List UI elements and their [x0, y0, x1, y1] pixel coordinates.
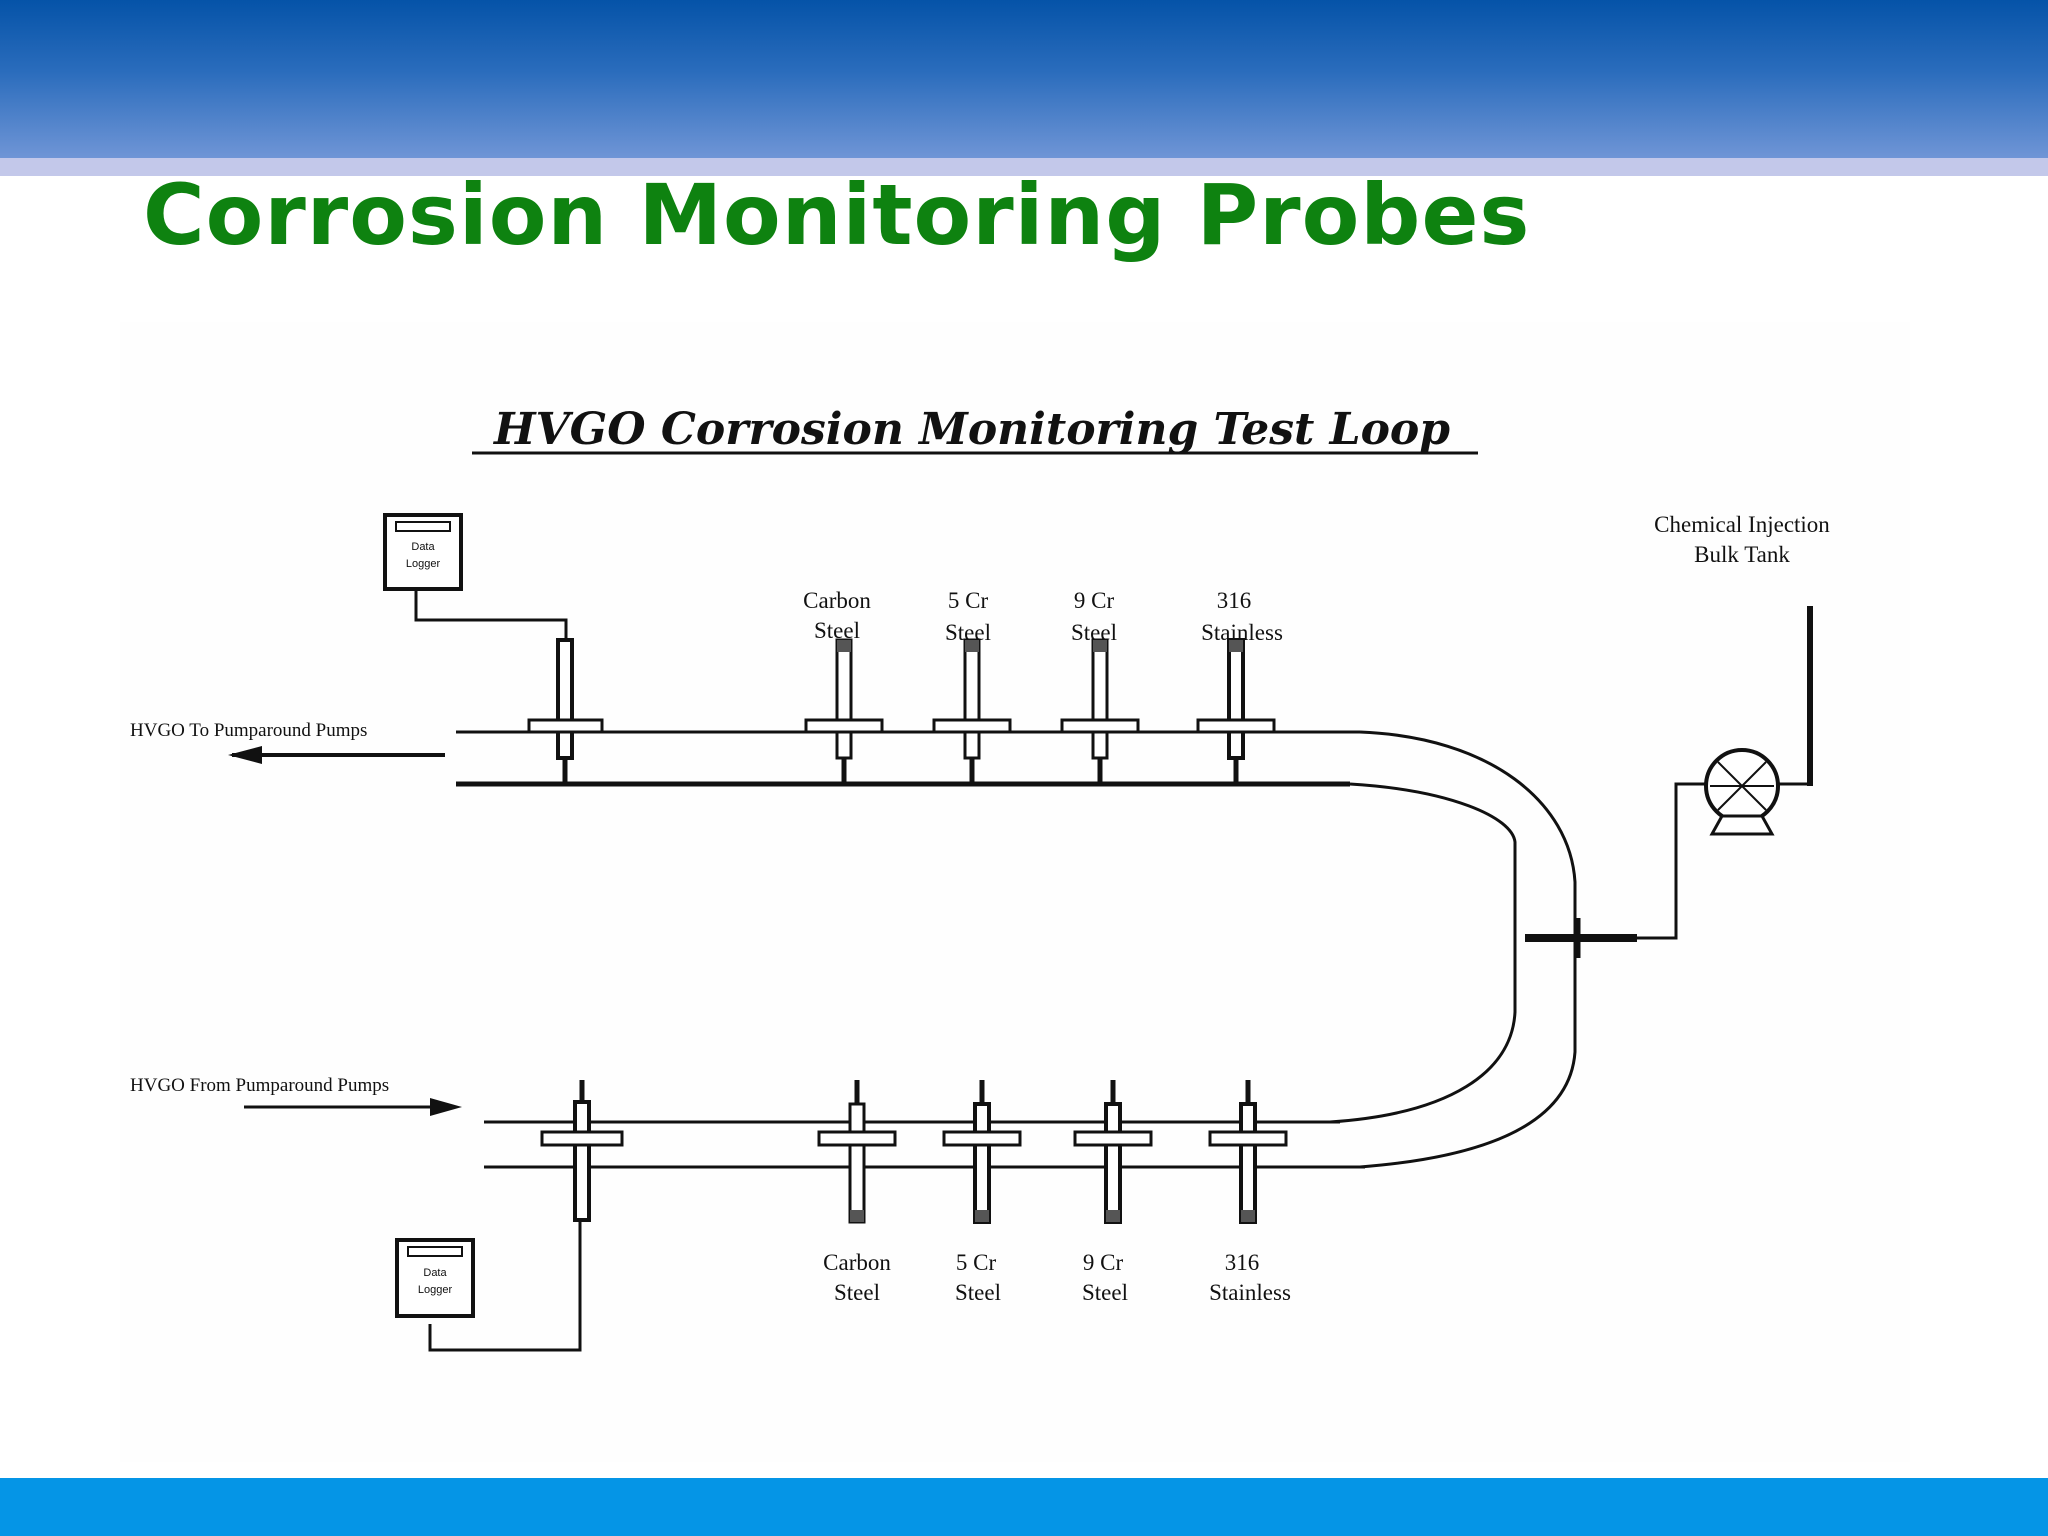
tank-label: Chemical Injection — [1654, 512, 1830, 537]
top-logger-cable — [414, 589, 568, 642]
top-probe: Carbon Steel — [803, 588, 884, 784]
injection-line — [1637, 782, 1705, 940]
u-bend-outer — [1359, 730, 1577, 1169]
u-bend-inner — [1329, 782, 1517, 1124]
bottom-logger-probe — [573, 1100, 591, 1222]
top-probe-flange — [932, 718, 1012, 734]
top-probe-label: Steel — [945, 620, 991, 645]
inlet-label: HVGO From Pumparound Pumps — [130, 1075, 389, 1096]
test-loop-diagram: HVGO Corrosion Monitoring Test Loop HVGO… — [130, 404, 1830, 1352]
top-data-logger-display — [395, 521, 451, 532]
bottom-probe-body — [1239, 1102, 1257, 1224]
bottom-probe-label: Steel — [834, 1280, 880, 1305]
top-logger-probe — [556, 638, 574, 760]
top-data-logger-label: Logger — [406, 558, 441, 570]
top-probe-label: Carbon — [803, 588, 871, 613]
bottom-probe-label: Steel — [955, 1280, 1001, 1305]
top-probe-cap — [1093, 640, 1107, 652]
tank-label: Bulk Tank — [1694, 542, 1790, 567]
top-probe-cap — [1229, 640, 1243, 652]
top-probe: 9 Cr Steel — [1060, 588, 1140, 784]
header-banner — [0, 0, 2048, 158]
bottom-probe-label: 9 Cr — [1083, 1250, 1124, 1275]
top-probe: 5 Cr Steel — [932, 588, 1012, 784]
bottom-probe-cap — [975, 1210, 989, 1222]
inlet-arrowhead — [430, 1098, 462, 1116]
top-probe-body — [1091, 638, 1109, 760]
bottom-probe: Carbon Steel — [817, 1080, 897, 1305]
pump-base — [1709, 814, 1775, 836]
top-data-logger-label: Data — [411, 541, 435, 553]
top-probe-label: 9 Cr — [1074, 588, 1115, 613]
top-probe-flange — [1060, 718, 1140, 734]
bottom-logger-cable — [428, 1220, 582, 1352]
bottom-probe-cap — [1241, 1210, 1255, 1222]
bottom-probe-label: 316 — [1225, 1250, 1260, 1275]
outlet-arrowhead — [228, 746, 262, 764]
top-probe-label: Steel — [814, 618, 860, 643]
top-probe-cap — [837, 640, 851, 652]
diagram-title: HVGO Corrosion Monitoring Test Loop — [492, 404, 1450, 455]
top-probe: 316 Stainless — [1196, 588, 1283, 784]
bottom-probe-label: 5 Cr — [956, 1250, 997, 1275]
top-probe-label: Steel — [1071, 620, 1117, 645]
top-probe-flange — [1196, 718, 1276, 734]
bottom-probe-label: Steel — [1082, 1280, 1128, 1305]
bottom-probe-flange — [817, 1130, 897, 1147]
diagram-panel: HVGO Corrosion Monitoring Test Loop HVGO… — [120, 322, 1910, 1462]
bottom-probe-flange — [1073, 1130, 1153, 1147]
bottom-probe-body — [973, 1102, 991, 1224]
bottom-probe-label: Stainless — [1209, 1280, 1291, 1305]
slide-title: Corrosion Monitoring Probes — [143, 166, 1531, 264]
top-probe-body — [835, 638, 853, 760]
footer-bar — [0, 1478, 2048, 1536]
bottom-probe-body — [848, 1102, 866, 1224]
bottom-probe: 316 Stainless — [1208, 1080, 1291, 1305]
bottom-probe-cap — [850, 1210, 864, 1222]
outlet-label: HVGO To Pumparound Pumps — [130, 720, 367, 741]
top-probe-body — [963, 638, 981, 760]
top-probe-body — [1227, 638, 1245, 760]
top-probe-label: Stainless — [1201, 620, 1283, 645]
top-logger-probe-flange — [527, 718, 604, 734]
top-probe-cap — [965, 640, 979, 652]
top-probe-label: 316 — [1217, 588, 1252, 613]
bottom-probe: 5 Cr Steel — [942, 1080, 1022, 1305]
bottom-probe-label: Carbon — [823, 1250, 891, 1275]
bottom-logger-probe-flange — [540, 1130, 624, 1147]
top-probe-flange — [804, 718, 884, 734]
bottom-data-logger-label: Data — [423, 1267, 447, 1279]
bottom-data-logger-display — [407, 1246, 463, 1257]
bottom-probe: 9 Cr Steel — [1073, 1080, 1153, 1305]
bottom-probe-cap — [1106, 1210, 1120, 1222]
header-stripe — [0, 158, 2048, 176]
bottom-probe-body — [1104, 1102, 1122, 1224]
bottom-probe-flange — [1208, 1130, 1288, 1147]
bottom-probe-flange — [942, 1130, 1022, 1147]
top-probe-label: 5 Cr — [948, 588, 989, 613]
bottom-data-logger-label: Logger — [418, 1284, 453, 1296]
